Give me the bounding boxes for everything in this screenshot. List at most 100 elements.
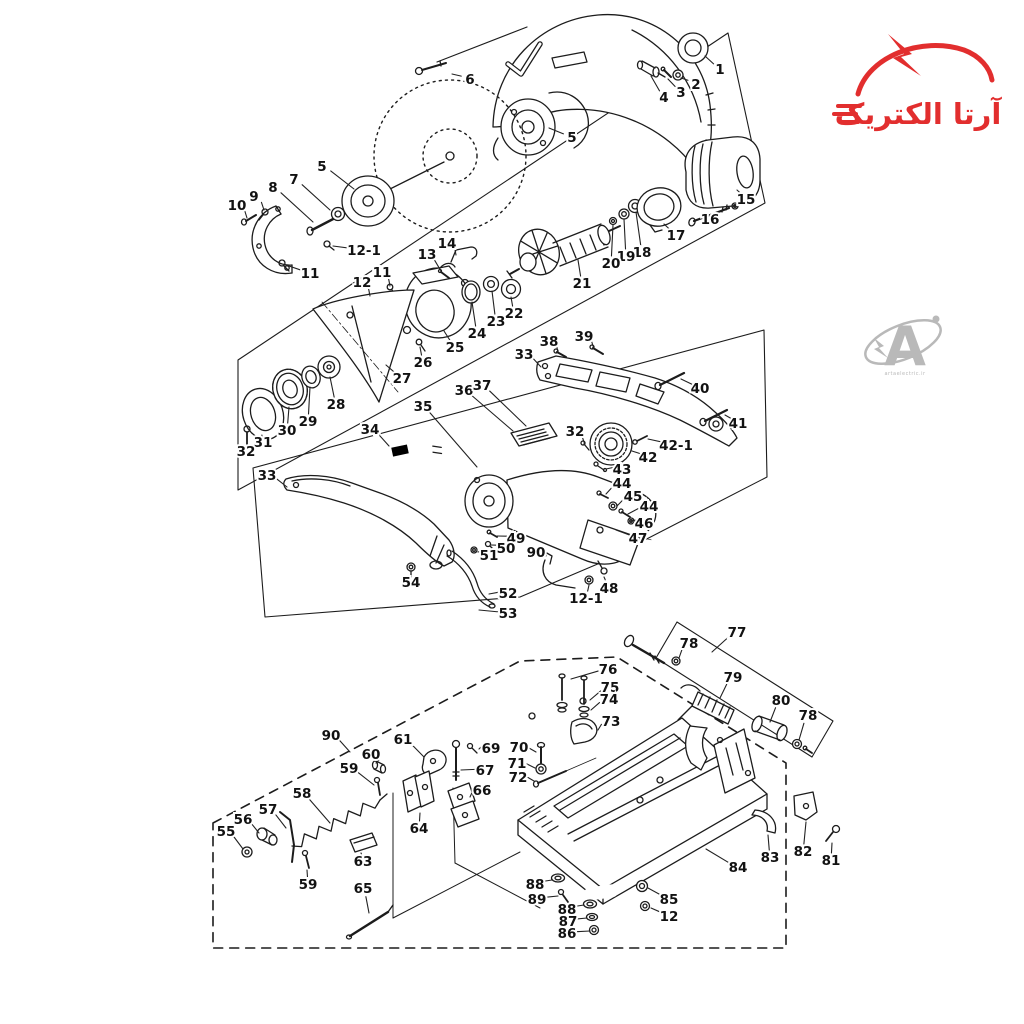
- leader-line: [471, 301, 477, 327]
- leader-line: [705, 848, 731, 864]
- part-label-29: 29: [299, 414, 318, 430]
- leader-line: [308, 798, 331, 824]
- leader-line: [491, 290, 496, 315]
- part-label-14: 14: [438, 236, 457, 252]
- part-label-74: 74: [600, 692, 619, 708]
- leader-line: [545, 895, 559, 898]
- base-plate: [517, 717, 841, 936]
- leader-line: [680, 77, 689, 81]
- part-label-58: 58: [293, 786, 312, 802]
- spring-79: [677, 684, 735, 725]
- leader-line: [419, 346, 423, 356]
- part-label-16: 16: [701, 212, 720, 228]
- part-label-41: 41: [729, 416, 748, 432]
- leader-line: [556, 346, 559, 354]
- part-label-42: 42: [639, 450, 658, 466]
- leader-line: [418, 812, 421, 822]
- leader-line: [375, 759, 380, 764]
- leader-line: [650, 75, 661, 92]
- part-label-61: 61: [394, 732, 413, 748]
- svg-text:آرتا الکتریک: آرتا الکتریک: [835, 96, 1003, 131]
- leader-line: [680, 378, 693, 385]
- svg-text:A: A: [884, 315, 926, 378]
- brand-logo: آرتا الکتریک: [832, 34, 1003, 131]
- part-label-88: 88: [526, 877, 545, 893]
- part-label-70: 70: [510, 740, 529, 756]
- part-label-32: 32: [237, 444, 256, 460]
- part-label-90: 90: [322, 728, 341, 744]
- leader-line: [597, 723, 602, 731]
- part-label-6: 6: [465, 72, 474, 88]
- part-label-89: 89: [528, 892, 547, 908]
- leader-line: [301, 184, 331, 211]
- leader-line: [532, 357, 542, 368]
- leader-line: [663, 223, 671, 231]
- leader-line: [330, 170, 355, 190]
- part-label-13: 13: [418, 247, 437, 263]
- leader-line: [488, 591, 499, 595]
- depth-stop-bolt-77: [623, 634, 681, 666]
- part-label-40: 40: [691, 381, 710, 397]
- leader-line: [275, 814, 287, 829]
- part-label-42-1: 42-1: [659, 438, 693, 454]
- part-label-46: 46: [635, 516, 654, 532]
- leader-line: [287, 406, 290, 424]
- part-label-81: 81: [822, 853, 841, 869]
- part-label-48: 48: [600, 581, 619, 597]
- part-label-27: 27: [393, 371, 412, 387]
- part-label-12-1: 12-1: [347, 243, 381, 259]
- leader-line: [528, 747, 537, 753]
- watermark: A artaelectric.ir: [864, 315, 942, 378]
- leader-line: [460, 768, 476, 771]
- leader-line: [410, 743, 425, 758]
- part-label-36: 36: [455, 383, 474, 399]
- part-label-44: 44: [613, 476, 632, 492]
- part-label-78: 78: [799, 708, 818, 724]
- leader-line: [767, 834, 770, 851]
- leader-line: [260, 201, 265, 211]
- leader-line: [667, 78, 676, 88]
- leader-line: [275, 478, 288, 488]
- part-label-51: 51: [480, 548, 499, 564]
- part-label-85: 85: [660, 892, 679, 908]
- pulley-42: [580, 422, 648, 473]
- leader-line: [610, 224, 614, 257]
- bearing-retainer-17: [636, 187, 682, 233]
- leader-line: [469, 791, 473, 798]
- leader-line: [591, 341, 595, 350]
- part-label-55: 55: [217, 824, 236, 840]
- leader-line: [635, 211, 642, 246]
- part-label-12-1: 12-1: [569, 591, 603, 607]
- leader-line: [581, 436, 586, 446]
- leader-line: [623, 218, 627, 250]
- part-label-72: 72: [509, 770, 528, 786]
- part-label-3: 3: [676, 85, 685, 101]
- roller-80: [751, 715, 813, 754]
- upper-arm: [536, 344, 738, 447]
- guard-bolt-6: [414, 60, 447, 76]
- stator-15: [684, 136, 761, 209]
- part-label-88: 88: [558, 902, 577, 918]
- leader-line: [377, 433, 390, 447]
- part-label-12: 12: [353, 275, 372, 291]
- part-label-47: 47: [629, 531, 648, 547]
- leader-line: [615, 529, 630, 536]
- part-label-37: 37: [473, 378, 492, 394]
- leader-line: [577, 259, 582, 277]
- part-label-22: 22: [505, 306, 524, 322]
- part-label-56: 56: [234, 812, 253, 828]
- leader-line: [627, 507, 640, 515]
- part-label-21: 21: [573, 276, 592, 292]
- leader-line: [307, 386, 311, 415]
- leader-lines: [233, 55, 833, 933]
- leader-line: [332, 245, 355, 250]
- part-label-69: 69: [482, 741, 501, 757]
- leader-line: [650, 907, 662, 913]
- leader-line: [576, 930, 591, 933]
- leader-line: [798, 722, 805, 741]
- leader-line: [719, 683, 728, 699]
- part-label-79: 79: [724, 670, 743, 686]
- part-label-5: 5: [567, 130, 576, 146]
- leader-line: [576, 917, 588, 920]
- part-label-87: 87: [559, 914, 578, 930]
